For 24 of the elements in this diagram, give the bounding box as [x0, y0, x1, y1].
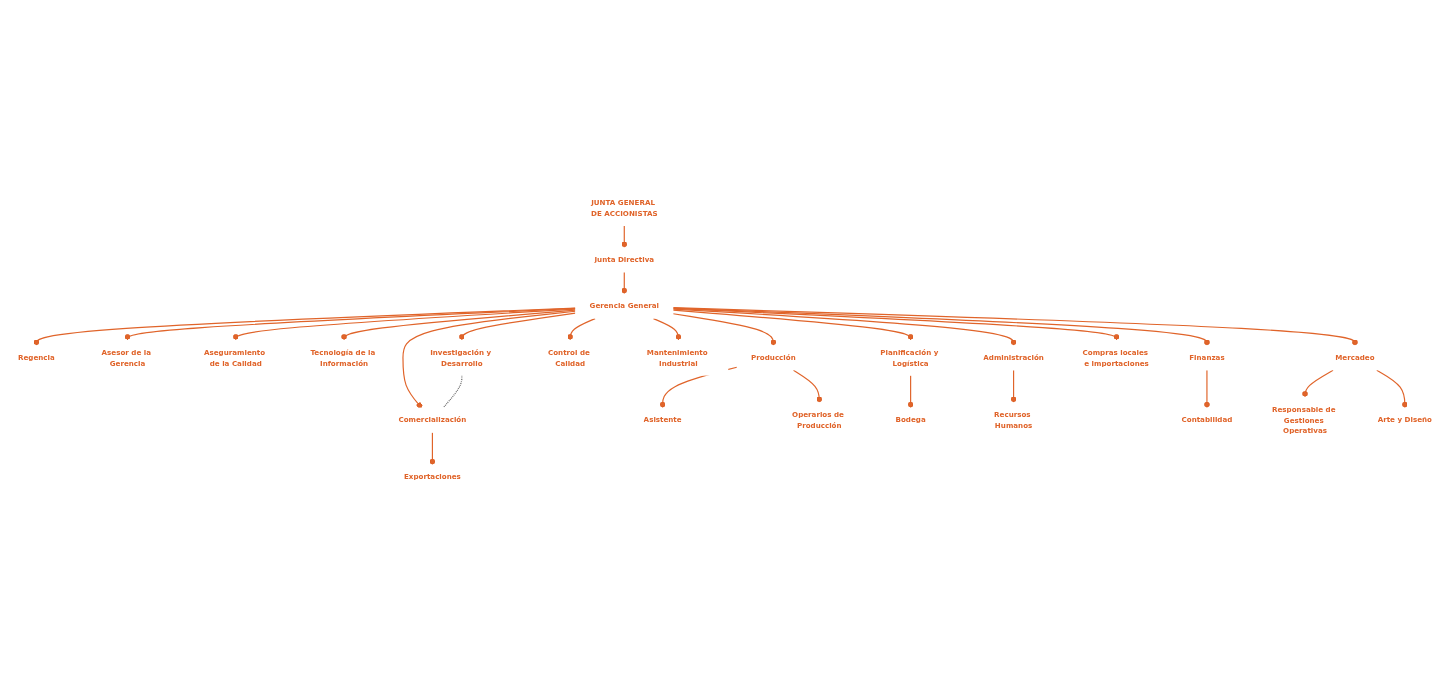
connector	[459, 312, 576, 341]
connector	[672, 307, 1120, 341]
connector	[672, 309, 914, 341]
connector	[907, 375, 914, 409]
connector	[567, 318, 596, 341]
connector	[621, 271, 628, 295]
connector	[33, 307, 576, 346]
connector	[124, 307, 576, 341]
connector	[1302, 369, 1334, 398]
connector	[1010, 369, 1017, 403]
connector	[1204, 369, 1210, 409]
connector	[442, 375, 463, 409]
connector	[429, 432, 436, 466]
connector	[402, 310, 576, 409]
connector	[652, 318, 682, 341]
connector	[1376, 369, 1408, 409]
connector	[621, 225, 628, 248]
connector	[672, 307, 1210, 346]
connector	[672, 313, 777, 346]
connector	[672, 308, 1017, 346]
connector	[672, 307, 1358, 346]
connector	[232, 308, 576, 341]
connector	[341, 309, 576, 341]
connector	[792, 369, 823, 403]
